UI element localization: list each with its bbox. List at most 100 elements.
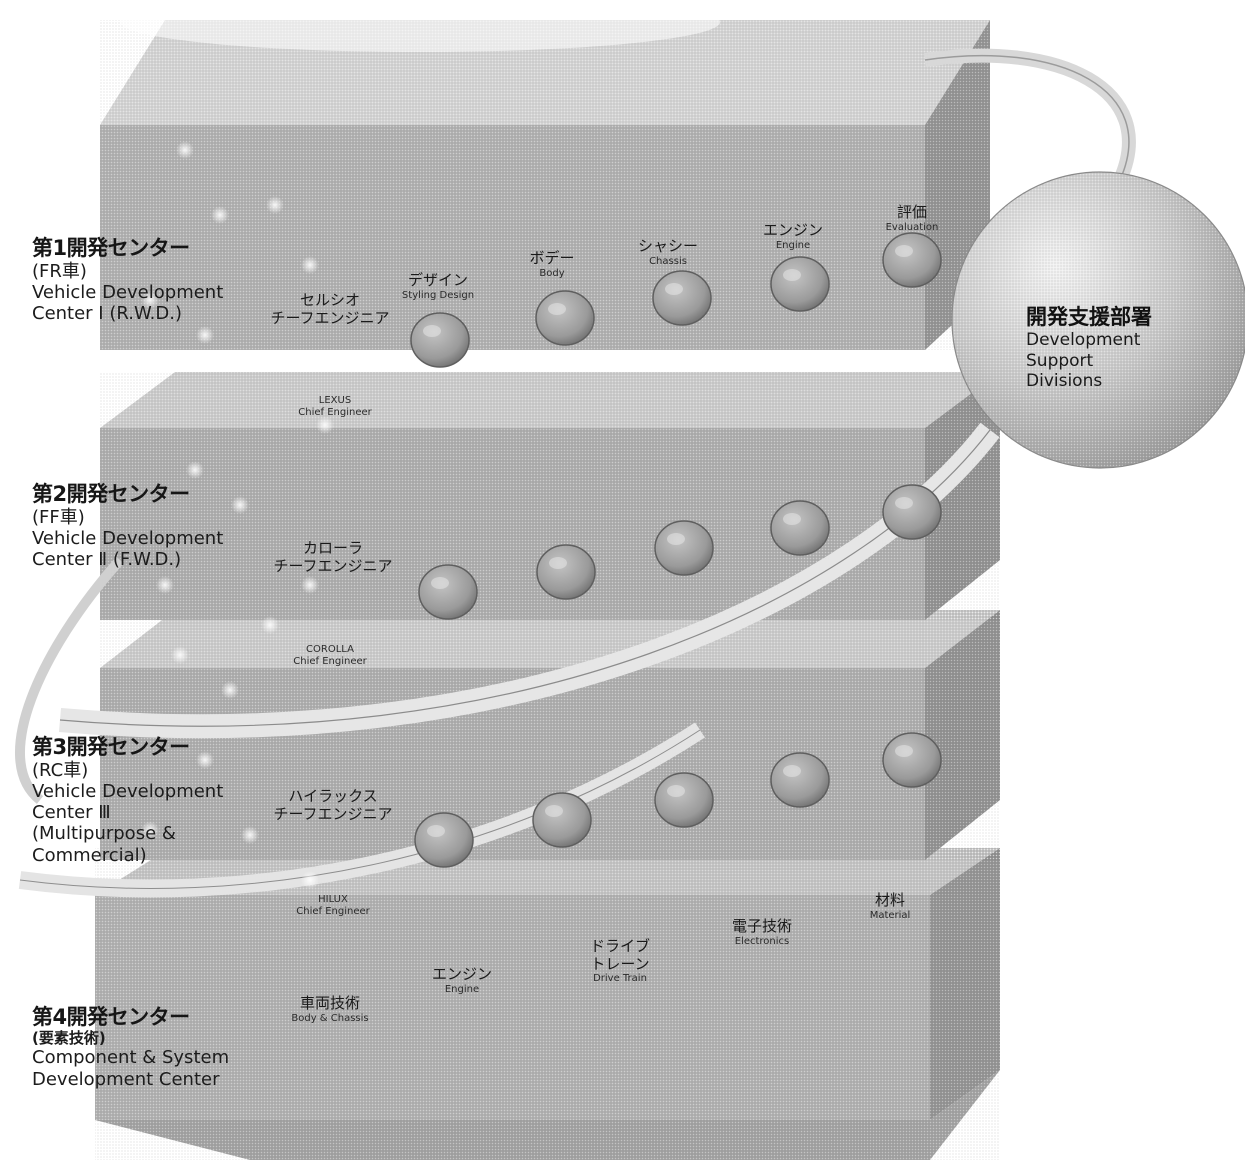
center-4-section-engine: エンジン Engine [432,966,492,995]
section-knob [537,545,595,599]
center-2-chief-engineer-jp: カローラ チーフエンジニア [273,540,392,575]
center-4-title-jp: 第4開発センター [32,1005,229,1030]
ce-2-model-en: COROLLA [293,644,367,656]
sparkle [156,576,174,594]
section-design-jp: デザイン [402,272,474,290]
section-knob-highlight [667,533,685,545]
section-knob [655,773,713,827]
sparkle [316,416,334,434]
section-knob-highlight [423,325,441,337]
center-1-label: 第1開発センター (FR車) Vehicle Development Cente… [32,236,223,324]
section-engine-en: Engine [763,240,823,252]
center-1-section-chassis: シャシー Chassis [638,238,698,267]
section-knob-highlight [783,765,801,777]
section-knob-highlight [895,245,913,257]
support-name-en-line3: Divisions [1026,371,1152,391]
center-2-subtitle-jp: (FF車) [32,507,223,528]
section-c4-engine-en: Engine [432,984,492,996]
sparkle [211,206,229,224]
section-knob-highlight [783,269,801,281]
section-knob-highlight [895,745,913,757]
center-1-name-en-line2: Center Ⅰ (R.W.D.) [32,303,223,324]
section-material-en: Material [870,910,911,922]
ce-3-title-jp: チーフエンジニア [273,806,392,824]
section-knob [653,271,711,325]
section-engine-jp: エンジン [763,222,823,240]
section-knob [419,565,477,619]
center-2-name-en-line2: Center Ⅱ (F.W.D.) [32,549,223,570]
center-3-name-en-line4: Commercial) [32,845,223,866]
center-1-chief-engineer-en: LEXUS Chief Engineer [298,395,372,419]
section-drive-train-jp-2: トレーン [590,956,650,974]
section-drive-train-en: Drive Train [590,973,650,985]
center-4-block [95,848,1000,1160]
center-4-section-body-chassis: 車両技術 Body & Chassis [291,995,368,1024]
support-divisions-label: 開発支援部署 Development Support Divisions [1026,305,1152,391]
center-1-section-design: デザイン Styling Design [402,272,474,301]
section-chassis-en: Chassis [638,256,698,268]
section-knob [883,233,941,287]
section-knob [771,501,829,555]
ce-1-model-en: LEXUS [298,395,372,407]
section-knob [415,813,473,867]
section-body-chassis-en: Body & Chassis [291,1013,368,1025]
ce-3-model-en: HILUX [296,894,370,906]
sparkle [261,616,279,634]
section-evaluation-en: Evaluation [886,222,939,234]
center-4-section-material: 材料 Material [870,892,911,921]
center-4-subtitle-jp: (要素技術) [32,1030,229,1048]
center-3-name-en-line1: Vehicle Development [32,781,223,802]
sparkle [171,646,189,664]
section-knob-highlight [545,805,563,817]
section-electronics-en: Electronics [732,936,792,948]
section-drive-train-jp-1: ドライブ [590,938,650,956]
section-body-chassis-jp: 車両技術 [291,995,368,1013]
center-1-name-en-line1: Vehicle Development [32,282,223,303]
section-body-en: Body [529,268,574,280]
sparkle [231,496,249,514]
center-3-chief-engineer-jp: ハイラックス チーフエンジニア [273,788,392,823]
section-knob-highlight [783,513,801,525]
center-2-label: 第2開発センター (FF車) Vehicle Development Cente… [32,482,223,570]
sparkle [266,196,284,214]
center-1-subtitle-jp: (FR車) [32,261,223,282]
center-2-name-en-line1: Vehicle Development [32,528,223,549]
sparkle [176,141,194,159]
section-knob [883,733,941,787]
center-1-section-engine: エンジン Engine [763,222,823,251]
center-1-section-body: ボデー Body [529,250,574,279]
section-knob [883,485,941,539]
center-3-title-jp: 第3開発センター [32,735,223,760]
section-knob-highlight [665,283,683,295]
center-1-title-jp: 第1開発センター [32,236,223,261]
center-3-label: 第3開発センター (RC車) Vehicle Development Cente… [32,735,223,866]
section-material-jp: 材料 [870,892,911,910]
section-knob [655,521,713,575]
section-chassis-jp: シャシー [638,238,698,256]
section-knob-highlight [427,825,445,837]
sparkle [241,826,259,844]
section-electronics-jp: 電子技術 [732,918,792,936]
section-knob-highlight [667,785,685,797]
sparkle [301,256,319,274]
section-knob-highlight [895,497,913,509]
section-knob [411,313,469,367]
center-4-label: 第4開発センター (要素技術) Component & System Devel… [32,1005,229,1090]
center-2-title-jp: 第2開発センター [32,482,223,507]
center-2-chief-engineer-en: COROLLA Chief Engineer [293,644,367,668]
sparkle [301,576,319,594]
center-1-chief-engineer-jp: セルシオ チーフエンジニア [270,292,389,327]
section-evaluation-jp: 評価 [886,204,939,222]
section-knob-highlight [548,303,566,315]
section-knob [771,753,829,807]
sparkle [196,326,214,344]
ce-2-model-jp: カローラ [273,540,392,558]
ce-2-title-jp: チーフエンジニア [273,558,392,576]
sparkle [301,871,319,889]
ce-1-model-jp: セルシオ [270,292,389,310]
section-knob-highlight [549,557,567,569]
center-3-name-en-line3: (Multipurpose & [32,823,223,844]
support-name-en-line2: Support [1026,351,1152,371]
